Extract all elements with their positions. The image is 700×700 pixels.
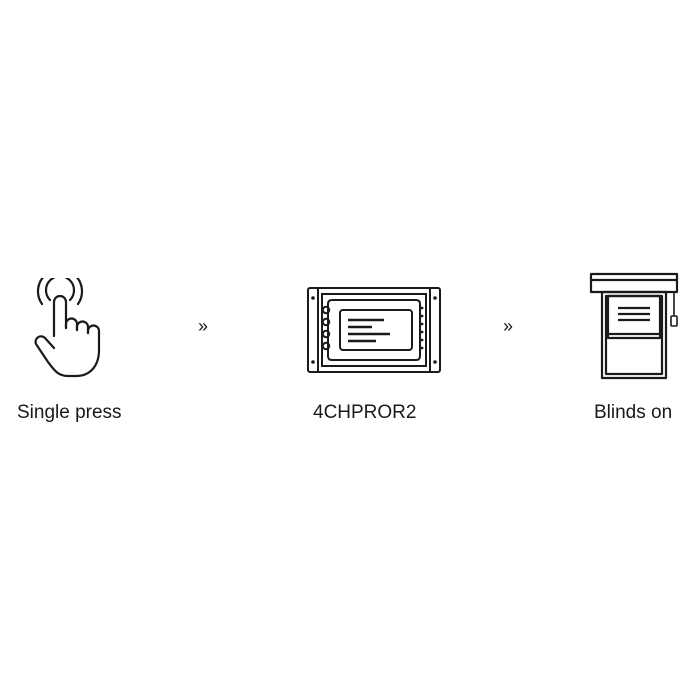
window-blinds-icon [589, 272, 679, 380]
double-chevron-right-icon: ›› [198, 316, 208, 336]
relay-module-icon [307, 287, 441, 373]
arrow-2: ›› [503, 316, 513, 337]
step-label-blinds: Blinds on [594, 402, 673, 423]
step-label-single-press: Single press [17, 402, 122, 423]
double-chevron-right-icon: ›› [503, 316, 513, 336]
hand-tap-icon [34, 278, 101, 378]
step-label-module: 4CHPROR2 [313, 402, 417, 423]
step-module [306, 286, 442, 374]
arrow-1: ›› [198, 316, 208, 337]
step-blinds [588, 272, 684, 382]
step-single-press [28, 278, 106, 382]
